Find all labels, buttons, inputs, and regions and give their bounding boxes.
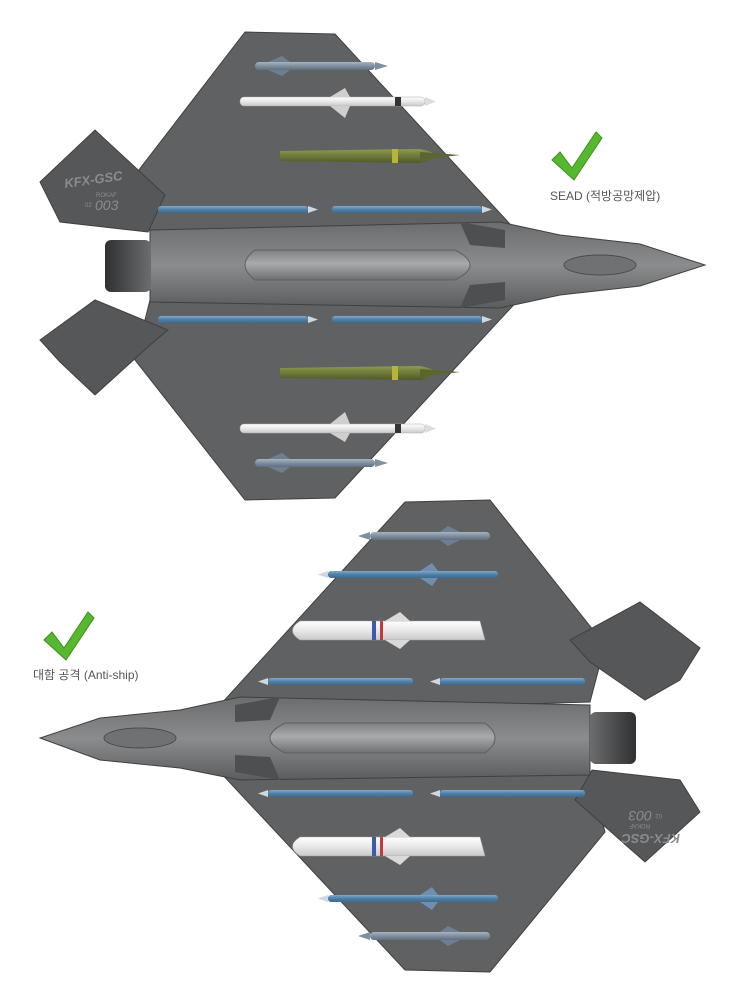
- top-lower-tail: [39, 299, 169, 396]
- top-center-fuel-tank: [244, 249, 471, 281]
- bottom-exhaust-nozzle: [590, 712, 636, 764]
- top-missile-blue-row2-left: [158, 316, 318, 323]
- top-caption: SEAD (적방공망제압): [550, 189, 661, 203]
- top-missile-outer-upper: [255, 56, 388, 76]
- bottom-missile-blue-row2-left: [258, 790, 413, 797]
- top-bomb-olive-upper: [280, 149, 460, 163]
- top-intake-lower: [460, 282, 505, 308]
- top-missile-blue-row2-right: [332, 316, 492, 323]
- top-aircraft: KFX-GSC ROKAF 02 003: [39, 31, 707, 501]
- bottom-missile-blue-row1-left: [258, 678, 413, 685]
- top-lower-wing: [134, 291, 522, 501]
- top-exhaust-nozzle: [105, 240, 151, 292]
- bottom-tail-small: ROKAF: [629, 822, 650, 828]
- top-missile-white-upper: [239, 88, 436, 118]
- bottom-missile-slim-upper: [318, 563, 498, 586]
- bottom-tail-number: 003: [628, 808, 652, 824]
- bottom-antiship-missile-lower: [292, 828, 486, 865]
- bottom-intake-lower: [235, 755, 280, 780]
- top-tail-small: ROKAF: [96, 193, 117, 199]
- top-missile-blue-row1-right: [332, 206, 492, 213]
- top-canopy: [563, 254, 637, 276]
- top-intake-upper: [460, 222, 505, 248]
- bottom-missile-slim-lower: [318, 887, 498, 910]
- bottom-caption: 대함 공격 (Anti-ship): [33, 668, 139, 682]
- top-tail-serial-prefix: 02: [85, 203, 92, 209]
- bottom-missile-blue-row2-right: [430, 790, 585, 797]
- top-bomb-olive-lower: [280, 366, 460, 380]
- top-check-icon: [551, 131, 603, 181]
- bottom-lower-tail: [574, 769, 701, 863]
- top-missile-blue-row1-left: [158, 206, 318, 213]
- top-upper-tail: [39, 129, 166, 233]
- bottom-tail-marking: KFX-GSC: [621, 831, 680, 846]
- bottom-aircraft: KFX-GSC ROKAF 02 003: [38, 499, 701, 973]
- top-tail-number: 003: [95, 197, 119, 213]
- top-missile-white-lower: [239, 412, 436, 442]
- bottom-center-fuel-tank: [269, 722, 496, 754]
- bottom-intake-upper: [235, 697, 280, 722]
- bottom-check-icon: [43, 611, 95, 661]
- top-missile-outer-lower: [255, 453, 388, 473]
- bottom-antiship-missile-upper: [292, 612, 486, 649]
- bottom-canopy: [103, 727, 177, 749]
- bottom-upper-tail: [569, 601, 701, 701]
- bottom-tail-serial-prefix: 02: [655, 812, 662, 818]
- bottom-missile-outer-upper: [358, 526, 490, 546]
- bottom-missile-outer-lower: [358, 926, 490, 946]
- bottom-missile-blue-row1-right: [430, 678, 585, 685]
